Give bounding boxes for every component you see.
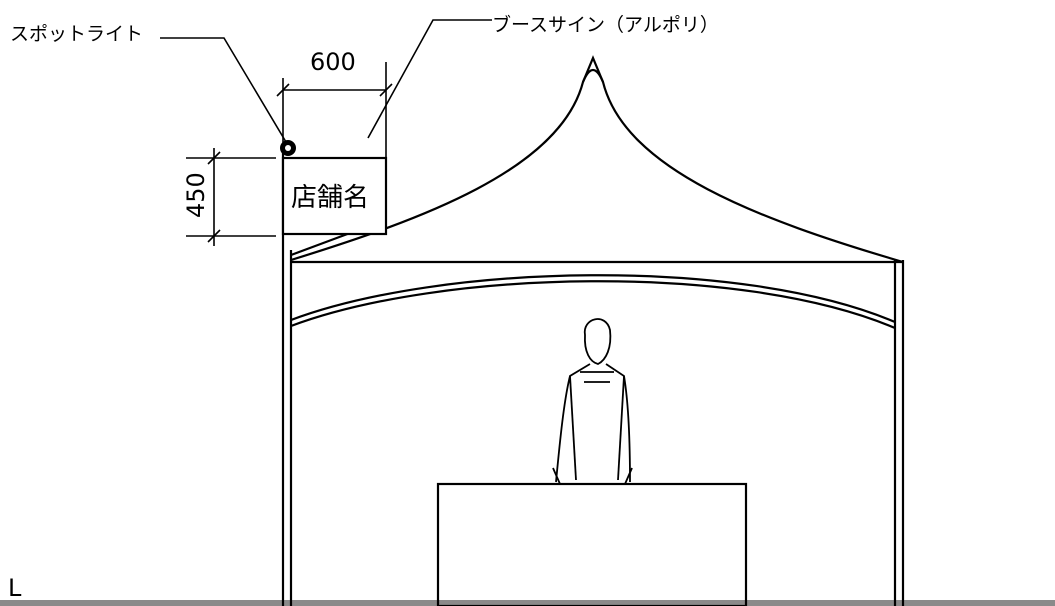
sign-store-name-text: 店舗名 <box>291 183 369 213</box>
booth-sign-label: ブースサイン（アルポリ） <box>492 13 719 36</box>
ground-line <box>0 600 1055 606</box>
right-tent-pole <box>893 260 905 606</box>
corner-mark-label: L <box>8 574 22 602</box>
spotlight-icon <box>280 140 296 156</box>
spotlight-leader-line <box>160 37 287 143</box>
spotlight-label: スポットライト <box>10 23 143 45</box>
height-dimension-label: 450 <box>182 172 210 218</box>
booth-sign-leader-line <box>367 19 492 139</box>
booth-sign-board <box>281 156 388 236</box>
person-figure <box>552 318 633 485</box>
sales-counter <box>436 482 748 606</box>
height-dimension <box>186 148 276 246</box>
width-dimension-label: 600 <box>310 48 356 76</box>
tent-valance <box>290 274 896 330</box>
